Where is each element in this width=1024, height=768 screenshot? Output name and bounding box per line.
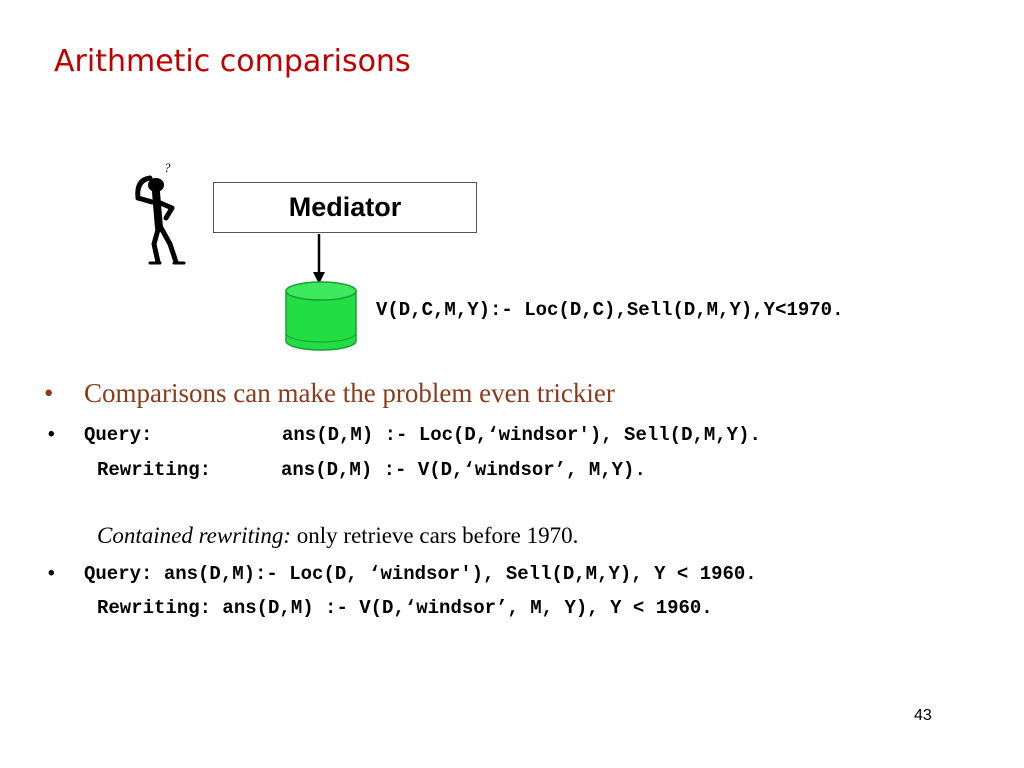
main-point-text: Comparisons can make the problem even tr… — [84, 378, 615, 408]
rewriting1-label: Rewriting: — [97, 459, 212, 481]
contained-rewriting-label: Contained rewriting: — [97, 523, 292, 548]
thinking-person-icon: ? — [135, 160, 186, 265]
query1-label: Query: — [84, 424, 153, 446]
main-bullet: • Comparisons can make the problem even t… — [44, 378, 615, 409]
bullet-dot: • — [48, 563, 55, 584]
rewriting1-line: Rewriting: ans(D,M) :- V(D,‘windsor’, M,Y… — [97, 459, 646, 481]
mediator-box: Mediator — [213, 182, 477, 233]
bullet-dot: • — [44, 378, 54, 408]
question-mark: ? — [164, 160, 171, 175]
query2-text: Query: ans(D,M):- Loc(D, ‘windsor'), Sel… — [84, 563, 757, 585]
query1-text: ans(D,M) :- Loc(D,‘windsor'), Sell(D,M,Y… — [282, 424, 761, 446]
contained-rewriting-text: only retrieve cars before 1970. — [291, 523, 579, 548]
contained-rewriting-note: Contained rewriting: only retrieve cars … — [97, 523, 578, 549]
down-arrow-icon — [313, 234, 325, 284]
query2-line: • Query: ans(D,M):- Loc(D, ‘windsor'), Se… — [48, 563, 757, 585]
page-number: 43 — [914, 707, 932, 724]
query1-line: • Query: ans(D,M) :- Loc(D,‘windsor'), Sel… — [48, 424, 761, 446]
bullet-dot: • — [48, 424, 55, 445]
rewriting1-text: ans(D,M) :- V(D,‘windsor’, M,Y). — [281, 459, 646, 481]
view-definition: V(D,C,M,Y):- Loc(D,C),Sell(D,M,Y),Y<1970… — [376, 299, 844, 321]
slide-title: Arithmetic comparisons — [54, 44, 411, 79]
database-cylinder-icon — [285, 281, 357, 351]
rewriting2-line: Rewriting: ans(D,M) :- V(D,‘windsor’, M,… — [97, 597, 713, 619]
